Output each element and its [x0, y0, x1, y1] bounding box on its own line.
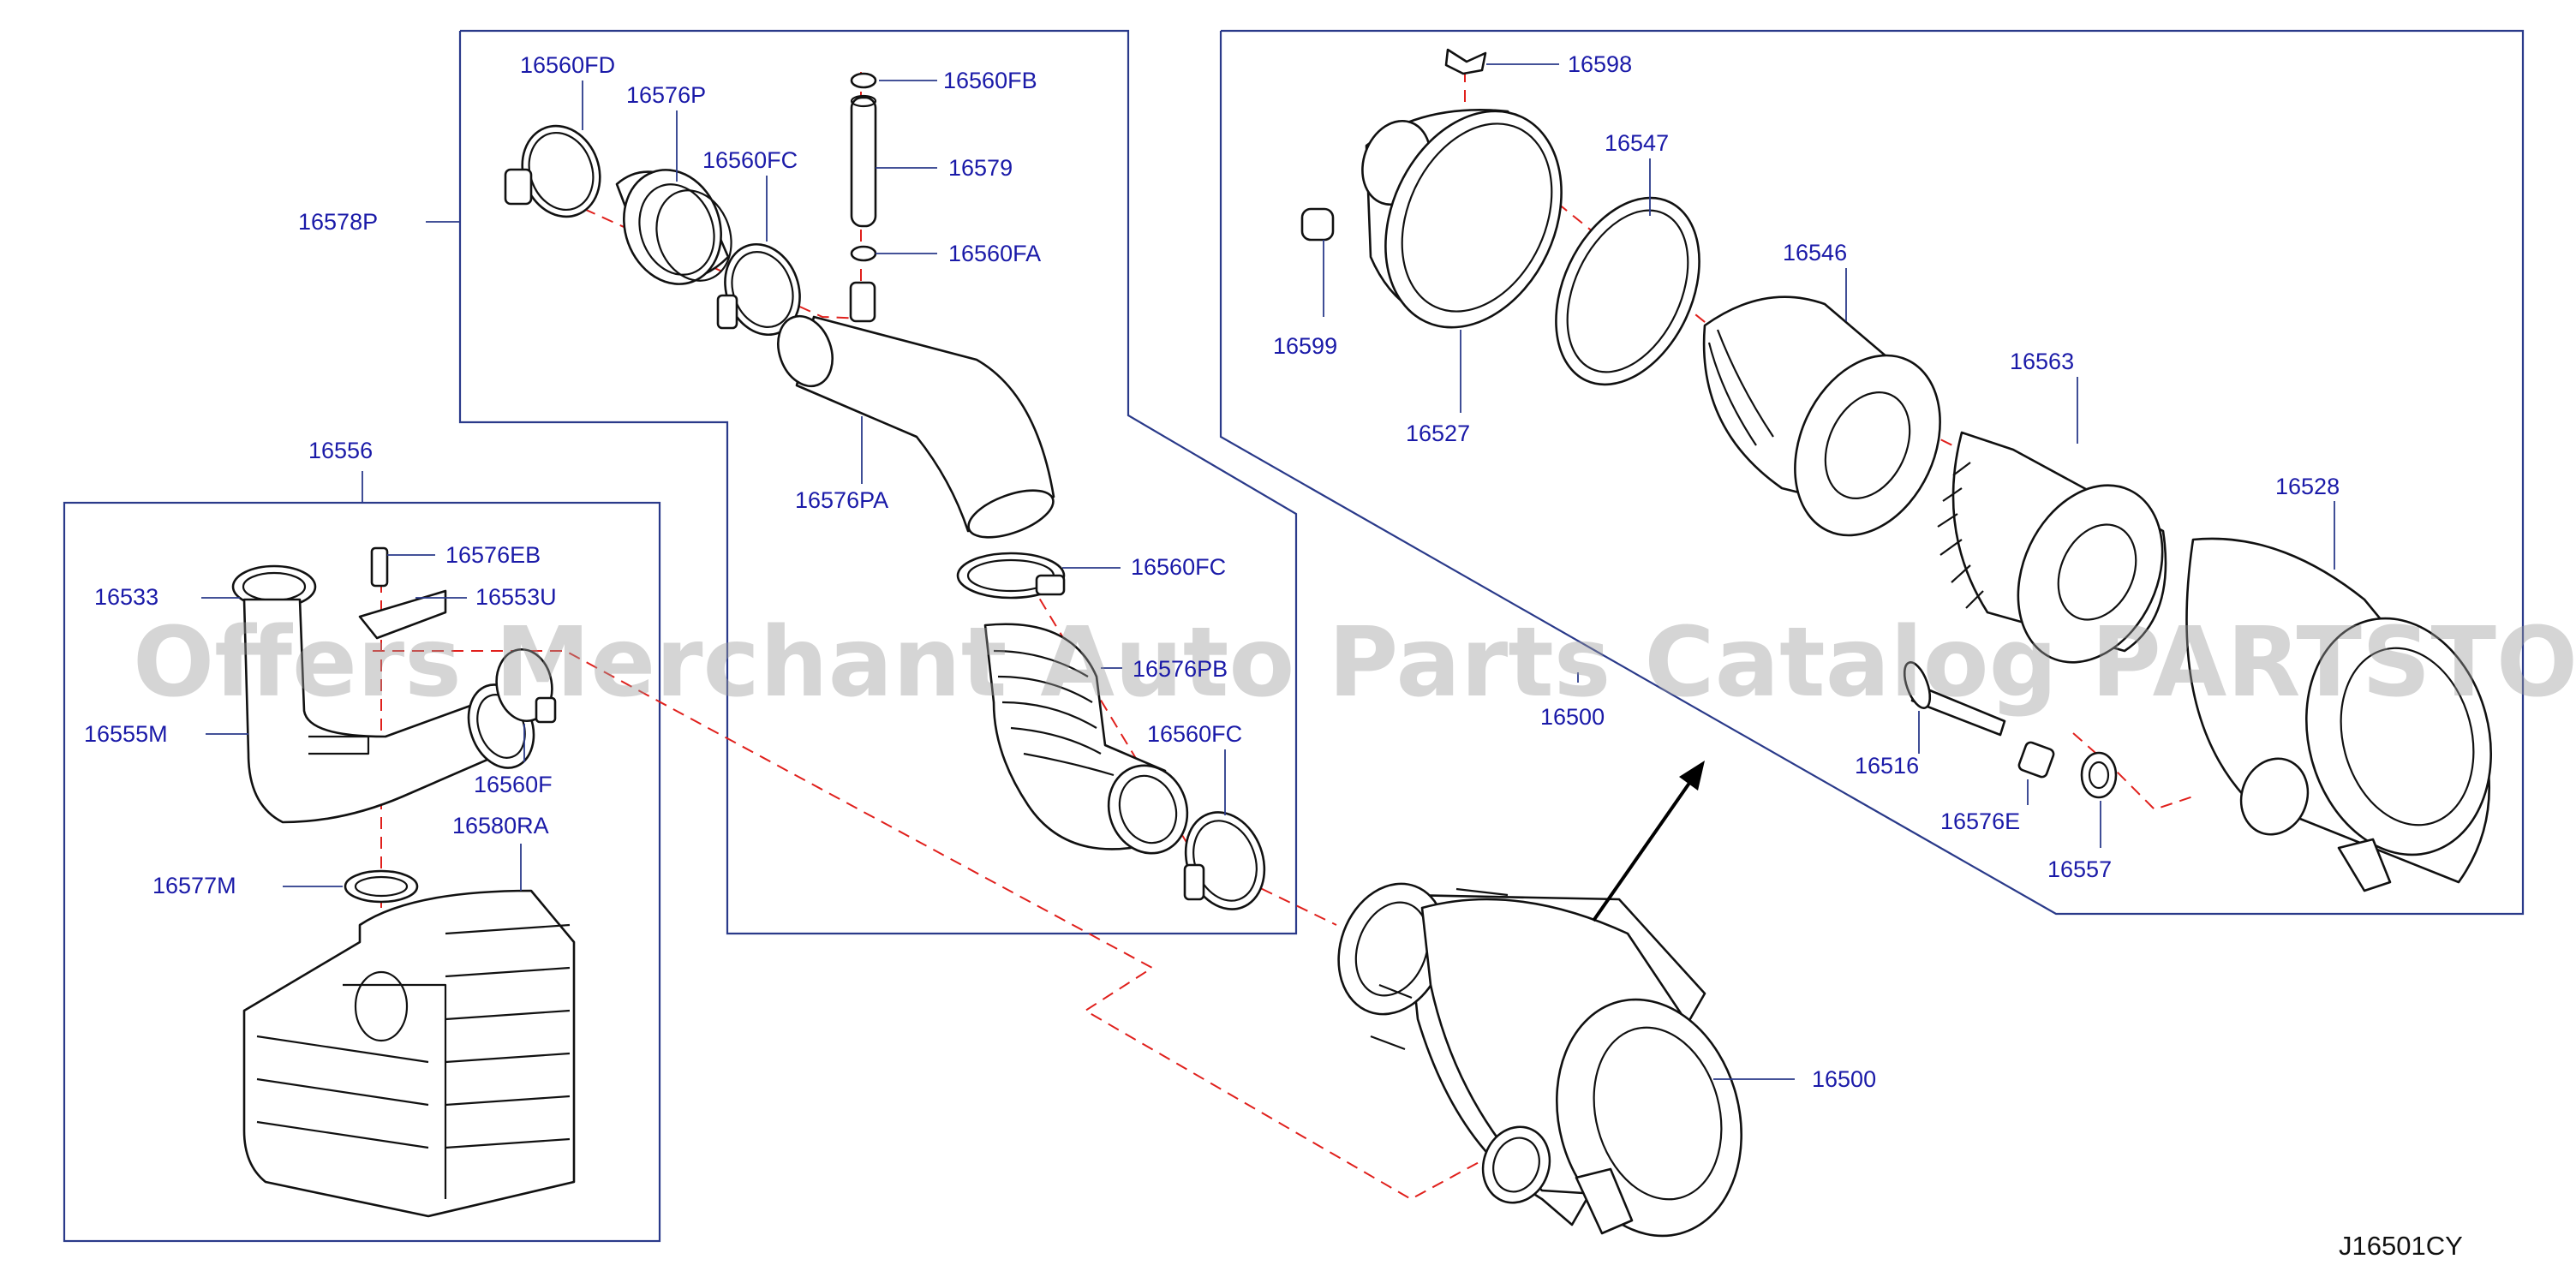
label-16576PB: 16576PB	[1133, 656, 1228, 682]
label-16500-main: 16500	[1812, 1066, 1876, 1092]
label-leaders	[201, 63, 2335, 1080]
label-16576EB: 16576EB	[445, 542, 541, 568]
label-16576P: 16576P	[626, 82, 706, 108]
direction-arrow-shaft	[1592, 778, 1694, 922]
label-16563: 16563	[2010, 349, 2074, 374]
label-16577M: 16577M	[152, 873, 236, 898]
duct-parts-drawing	[504, 72, 1266, 910]
label-16560FD: 16560FD	[520, 52, 615, 78]
diagram-code: J16501CY	[2339, 1231, 2463, 1261]
watermark-text: Offers Merchant Auto Parts Catalog PARTS…	[133, 607, 2576, 719]
label-16546: 16546	[1783, 240, 1847, 266]
label-16560FC-low: 16560FC	[1147, 721, 1242, 747]
label-16598: 16598	[1568, 51, 1632, 77]
label-16560FC-mid: 16560FC	[1131, 554, 1226, 580]
label-16580RA: 16580RA	[452, 813, 549, 838]
label-16527: 16527	[1406, 421, 1470, 446]
label-16560FC-top: 16560FC	[702, 147, 798, 173]
label-16547: 16547	[1605, 130, 1669, 156]
label-16557: 16557	[2047, 856, 2112, 882]
label-16556: 16556	[308, 438, 373, 463]
duct-assembly-frame	[458, 29, 1298, 935]
label-16560F: 16560F	[474, 772, 553, 797]
label-16533: 16533	[94, 584, 158, 610]
cleaner-assembly-frame	[1219, 29, 2525, 916]
label-16579: 16579	[948, 155, 1013, 181]
label-16576E: 16576E	[1940, 809, 2020, 834]
air-cleaner-assembly-drawing	[1337, 882, 1743, 1238]
label-16553U: 16553U	[475, 584, 557, 610]
label-16516: 16516	[1855, 753, 1919, 779]
label-16528: 16528	[2275, 474, 2340, 499]
resonator-parts-drawing	[231, 546, 576, 1218]
label-16599: 16599	[1273, 333, 1337, 359]
label-16555M: 16555M	[84, 721, 168, 747]
direction-arrow-head	[1679, 761, 1705, 791]
label-16500-group: 16500	[1540, 704, 1605, 730]
label-16576PA: 16576PA	[795, 487, 888, 513]
label-16578P: 16578P	[298, 209, 378, 235]
cleaner-parts-drawing	[1300, 48, 2493, 892]
label-16560FB: 16560FB	[943, 68, 1037, 93]
label-16560FA: 16560FA	[948, 241, 1041, 266]
